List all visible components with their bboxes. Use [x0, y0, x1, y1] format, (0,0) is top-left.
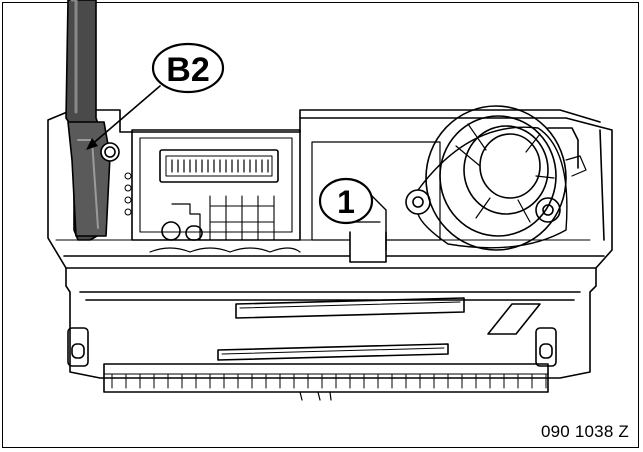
part-1-slot [311, 141, 441, 263]
connector-block [131, 129, 301, 253]
callout-b2 [86, 42, 225, 150]
callout-1-label: 1 [337, 184, 355, 220]
callout-1 [318, 177, 374, 225]
speaker [405, 105, 587, 251]
antenna-cable [65, 0, 132, 241]
lower-housing [65, 267, 597, 401]
callout-b2-label: B2 [166, 51, 209, 89]
figure-reference-id: 090 1038 Z [540, 422, 629, 441]
